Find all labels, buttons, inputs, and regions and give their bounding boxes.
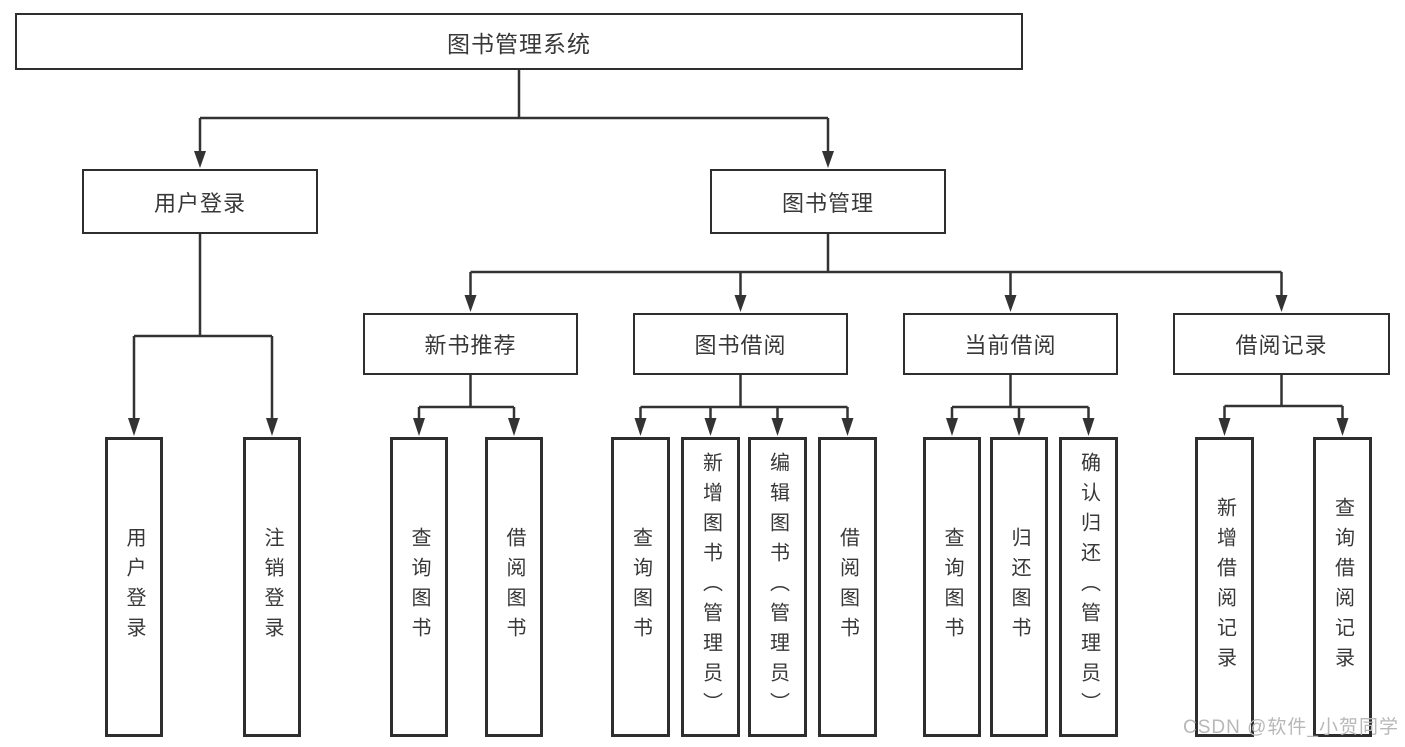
leaf-borrow-books-recommend: 借阅图书 [485,437,543,737]
leaf-label: 借阅图书 [503,527,525,647]
node-book-management: 图书管理 [710,169,946,234]
connector-root-to-level1 [194,70,834,168]
leaf-query-books-current: 查询图书 [923,437,981,737]
node-label: 当前借阅 [964,333,1057,358]
leaf-add-borrow-record: 新增借阅记录 [1195,437,1254,737]
node-label: 图书借阅 [694,333,787,358]
leaf-label: 确认归还（管理员） [1077,452,1100,722]
leaf-add-books-admin: 新增图书（管理员） [681,437,740,737]
node-label: 图书管理系统 [447,30,591,57]
connector-current-to-leaves [946,375,1095,436]
leaf-confirm-return-admin: 确认归还（管理员） [1059,437,1118,737]
leaf-label: 查询图书 [941,527,963,647]
node-borrowing-records: 借阅记录 [1173,313,1390,375]
connector-borrowing-to-leaves [634,375,854,436]
leaf-label: 查询图书 [629,527,652,647]
node-new-book-recommend: 新书推荐 [363,313,578,375]
leaf-return-books: 归还图书 [990,437,1048,737]
node-user-login: 用户登录 [82,169,318,234]
node-label: 新书推荐 [424,333,517,358]
leaf-label: 新增图书（管理员） [699,452,722,722]
leaf-borrow-books-borrowing: 借阅图书 [818,437,877,737]
connector-records-to-leaves [1218,375,1349,436]
leaf-edit-books-admin: 编辑图书（管理员） [748,437,807,737]
leaf-user-login: 用户登录 [105,437,163,737]
node-current-borrowing: 当前借阅 [903,313,1118,375]
leaf-query-books-borrowing: 查询图书 [611,437,670,737]
leaf-label: 新增借阅记录 [1213,497,1236,677]
leaf-query-borrow-record: 查询借阅记录 [1313,437,1372,737]
leaf-label: 查询借阅记录 [1331,497,1354,677]
leaf-label: 归还图书 [1008,527,1030,647]
leaf-label: 注销登录 [261,527,283,647]
leaf-label: 借阅图书 [836,527,859,647]
node-label: 图书管理 [781,190,874,216]
leaf-label: 用户登录 [123,527,145,647]
leaf-query-books-recommend: 查询图书 [390,437,448,737]
connector-userlogin-to-leaves [128,234,278,436]
node-library-management-system: 图书管理系统 [15,13,1023,70]
node-book-borrowing: 图书借阅 [633,313,848,375]
connector-recommend-to-leaves [413,375,520,436]
leaf-label: 编辑图书（管理员） [766,452,789,722]
csdn-watermark: CSDN @软件_小贺同学 [1183,717,1399,738]
leaf-logout-login: 注销登录 [243,437,301,737]
leaf-label: 查询图书 [408,527,430,647]
node-label: 用户登录 [153,190,246,216]
connector-bookmgmt-to-level2 [464,234,1288,312]
node-label: 借阅记录 [1235,333,1328,358]
